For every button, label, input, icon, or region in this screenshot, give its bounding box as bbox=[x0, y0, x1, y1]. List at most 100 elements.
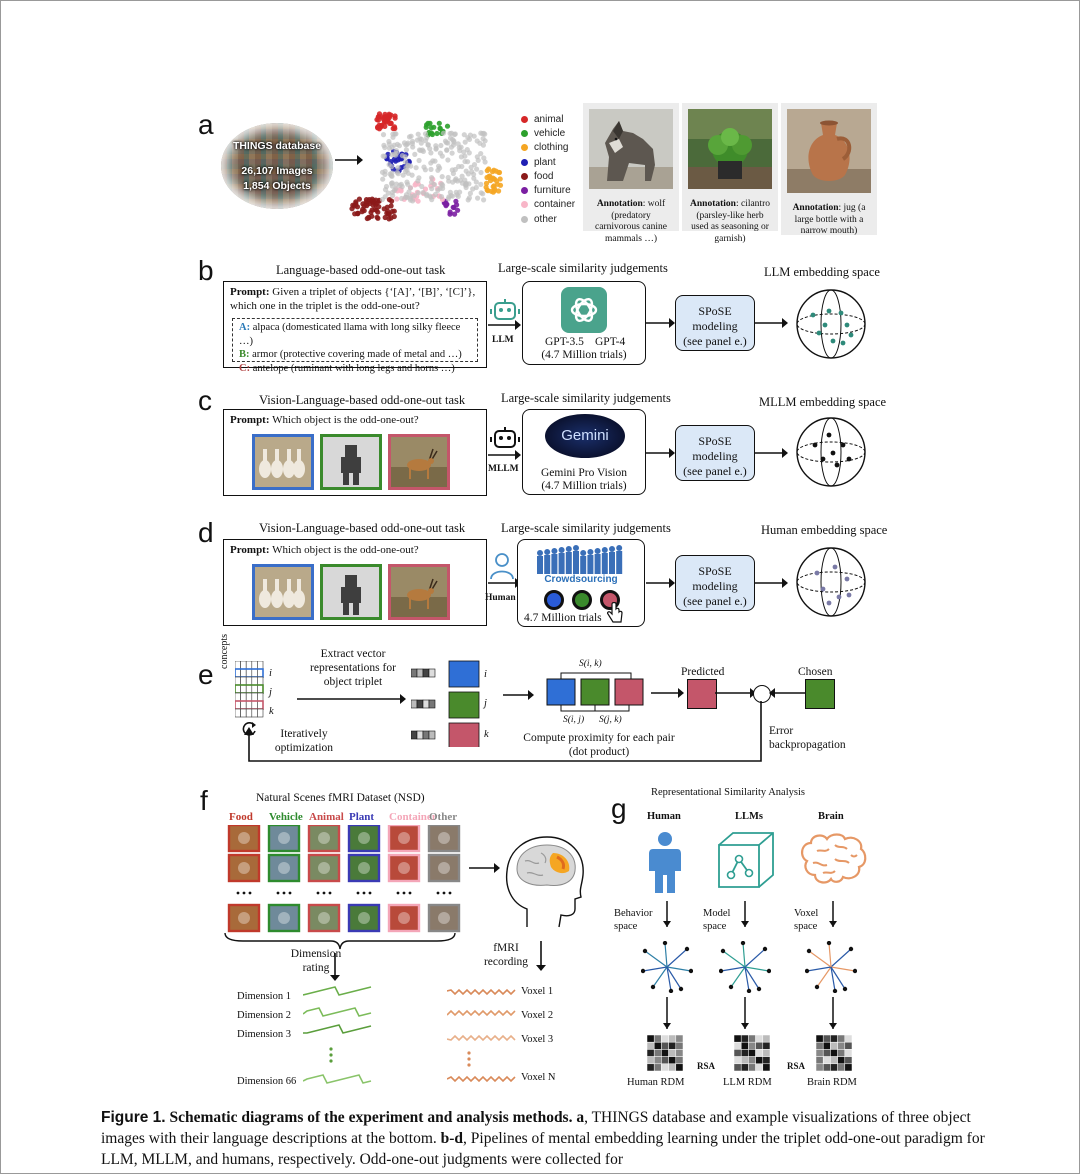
legend-label: vehicle bbox=[534, 127, 566, 139]
tsne-point bbox=[412, 151, 418, 157]
tsne-point bbox=[449, 150, 455, 156]
crowd-person bbox=[573, 545, 579, 551]
choice-button-blue[interactable] bbox=[544, 590, 564, 610]
tsne-point bbox=[428, 125, 434, 131]
vector-block bbox=[448, 660, 480, 688]
brain-icon bbox=[801, 833, 867, 884]
matrix-cell bbox=[257, 668, 264, 678]
rdm-cell bbox=[661, 1049, 669, 1057]
arrow-d2 bbox=[646, 578, 675, 588]
matrix-cell bbox=[240, 661, 247, 670]
tsne-point bbox=[434, 130, 440, 137]
matrix-cell bbox=[235, 692, 241, 702]
d-spose-3: (see panel e.) bbox=[683, 594, 747, 608]
ellipsis-dot bbox=[356, 891, 360, 895]
tsne-point bbox=[480, 136, 486, 142]
rdm-cell bbox=[762, 1063, 770, 1071]
nsd-image bbox=[307, 903, 341, 933]
tsne-point bbox=[478, 190, 484, 196]
g-space-human-1: Behavior bbox=[614, 908, 653, 919]
vector-block bbox=[448, 691, 480, 719]
g-space-model: Model space bbox=[703, 907, 730, 933]
nsd-image-detail bbox=[358, 912, 370, 924]
crowd-person bbox=[558, 547, 565, 553]
rdm-cell bbox=[740, 1035, 749, 1043]
legend-item-clothing: clothing bbox=[521, 141, 575, 155]
voxel-traces bbox=[447, 988, 516, 1083]
tsne-point bbox=[369, 196, 375, 202]
nsd-image bbox=[427, 903, 461, 933]
e-error-text: Error backpropagation bbox=[769, 724, 846, 752]
tsne-point bbox=[403, 192, 410, 198]
fmri-2: recording bbox=[483, 956, 529, 968]
tsne-point bbox=[399, 195, 405, 202]
db-title: THINGS database bbox=[232, 140, 322, 152]
tsne-point bbox=[455, 141, 461, 147]
tsne-point bbox=[360, 201, 366, 207]
rdm-cell bbox=[647, 1049, 655, 1057]
dim-66-label: Dimension 66 bbox=[237, 1076, 297, 1087]
tsne-point bbox=[415, 131, 421, 137]
vector-block bbox=[448, 722, 480, 747]
embedding-point bbox=[826, 308, 832, 314]
legend-label: other bbox=[534, 213, 557, 225]
tsne-point bbox=[388, 173, 394, 179]
star-point bbox=[740, 941, 746, 946]
matrix-cell bbox=[245, 661, 253, 670]
star-ray bbox=[744, 966, 750, 992]
tsne-point bbox=[463, 180, 469, 186]
annotation-text-wolf: : wolf (predatory carnivorous canine mam… bbox=[594, 199, 667, 244]
matrix-cell bbox=[235, 661, 241, 670]
matrix-cell bbox=[240, 684, 247, 694]
c-spose-3: (see panel e.) bbox=[683, 464, 747, 478]
embedding-point bbox=[820, 586, 826, 592]
rdm-cell bbox=[830, 1035, 838, 1043]
rdm-cell bbox=[844, 1049, 852, 1057]
tsne-point bbox=[446, 178, 452, 184]
d-crowd-box: Crowdsourcing 4.7 Million trials bbox=[517, 539, 645, 627]
llm-rdm-label: LLM RDM bbox=[723, 1077, 772, 1088]
nsd-image-detail bbox=[278, 862, 290, 874]
embedding-point bbox=[832, 564, 838, 570]
star-point bbox=[642, 948, 648, 954]
star-point bbox=[662, 941, 668, 946]
legend-label: food bbox=[534, 170, 554, 182]
e-vec-k: k bbox=[484, 729, 489, 740]
star-ray bbox=[816, 966, 832, 988]
rdm-cell bbox=[668, 1056, 677, 1065]
embedding-point bbox=[830, 338, 836, 344]
c-embedding-sphere bbox=[796, 417, 866, 487]
arrow-head bbox=[741, 921, 749, 927]
panel-label-c: c bbox=[198, 385, 212, 416]
star-point bbox=[766, 968, 771, 974]
matrix-cell bbox=[245, 668, 253, 678]
vector-cell bbox=[428, 668, 436, 678]
tsne-point bbox=[478, 181, 484, 187]
star-ray bbox=[744, 966, 770, 972]
tsne-point bbox=[408, 133, 414, 139]
rdm-cell bbox=[661, 1056, 669, 1065]
tsne-point bbox=[395, 171, 401, 177]
tsne-point bbox=[438, 142, 444, 149]
crowd-person-body bbox=[544, 555, 551, 574]
nsd-image-detail bbox=[438, 912, 450, 924]
tsne-point bbox=[391, 142, 397, 148]
rdm-cell bbox=[755, 1063, 764, 1071]
tsne-point bbox=[448, 144, 454, 150]
tsne-point bbox=[416, 175, 422, 181]
caption-key-bd: b-d bbox=[436, 1130, 464, 1147]
embedding-point bbox=[816, 330, 822, 336]
rdm-cell bbox=[661, 1041, 669, 1050]
rdm-cell bbox=[822, 1041, 831, 1050]
star-ray bbox=[722, 950, 746, 968]
ellipsis-dot bbox=[467, 1063, 471, 1067]
antelope-image bbox=[388, 564, 450, 620]
legend-dot bbox=[521, 187, 528, 195]
choice-button-green[interactable] bbox=[572, 590, 592, 610]
c-space-title: MLLM embedding space bbox=[759, 395, 887, 409]
sphere-meridian bbox=[820, 547, 842, 617]
star-point bbox=[668, 988, 674, 993]
e-compute-2: (dot product) bbox=[568, 746, 630, 758]
embedding-point bbox=[812, 442, 818, 448]
arrow-f-down bbox=[330, 953, 340, 981]
